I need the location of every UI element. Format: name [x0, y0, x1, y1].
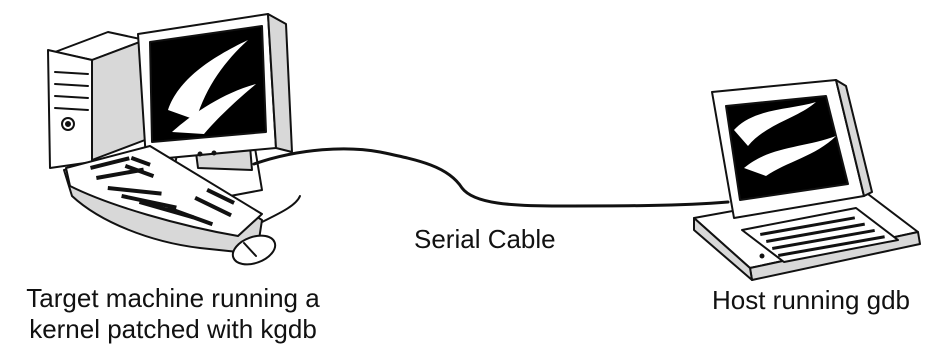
target-label-line2: kernel patched with kgdb [29, 314, 317, 344]
target-computer [47, 13, 301, 266]
tower-case [47, 31, 146, 169]
serial-cable [252, 147, 730, 208]
host-laptop [693, 79, 921, 281]
host-label: Host running gdb [712, 285, 911, 315]
mouse [231, 195, 301, 266]
target-label-line1: Target machine running a [26, 283, 320, 313]
monitor [137, 13, 293, 197]
serial-cable-label: Serial Cable [414, 224, 556, 254]
keyboard [63, 145, 263, 253]
target-machine-label: Target machine running a kernel patched … [8, 283, 338, 345]
